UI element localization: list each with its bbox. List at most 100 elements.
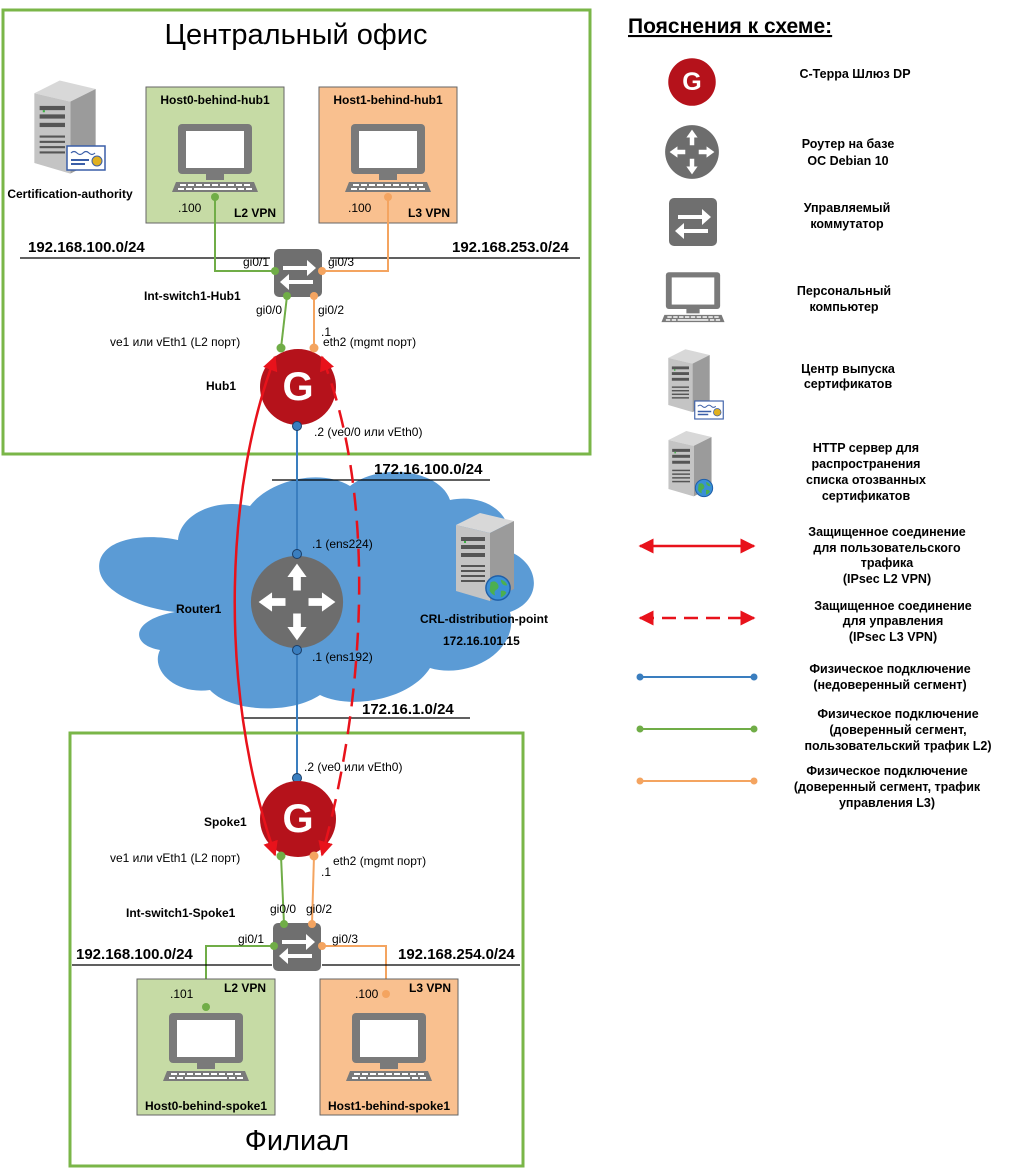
switch-icon xyxy=(669,198,717,246)
host-name: Host1-behind-spoke1 xyxy=(328,1099,450,1113)
pc-icon xyxy=(661,272,725,323)
port-dot xyxy=(270,942,278,950)
l2-vpn-tunnel xyxy=(233,355,278,857)
hub1-name: Hub1 xyxy=(206,379,236,393)
green-link-host0-switch xyxy=(214,197,275,272)
net-label-spoke-right: 192.168.254.0/24 xyxy=(398,946,515,963)
net-label-wan-bottom: 172.16.1.0/24 xyxy=(362,701,454,718)
eth2-label: eth2 (mgmt порт) xyxy=(323,335,416,349)
legend-item-blue: Физическое подключение(недоверенный сегм… xyxy=(809,662,970,692)
net-label-hub-right: 192.168.253.0/24 xyxy=(452,239,569,256)
globe-icon xyxy=(485,575,511,601)
ve0-label: .2 (ve0/0 или vEth0) xyxy=(314,425,422,439)
orange-link-switch-host1 xyxy=(322,945,387,994)
port-dot xyxy=(318,267,326,275)
ca-label: Certification-authority xyxy=(7,187,133,201)
crl-ip: 172.16.101.15 xyxy=(443,634,520,648)
spoke-eth2-ip: .1 xyxy=(321,865,331,879)
crl-name: CRL-distribution-point xyxy=(420,612,548,626)
legend: Пояснения к схеме: С-Терра Шлюз DP Роуте… xyxy=(628,15,992,810)
legend-item-green: Физическое подключение(доверенный сегмен… xyxy=(804,707,991,753)
host-tag: L2 VPN xyxy=(224,981,266,995)
port-dot xyxy=(309,343,319,353)
port-dot xyxy=(292,645,302,655)
port-dot xyxy=(271,267,279,275)
certificate-icon xyxy=(694,400,724,420)
switch-name: Int-switch1-Hub1 xyxy=(144,289,241,303)
legend-dot xyxy=(750,673,758,681)
port-gi03: gi0/3 xyxy=(328,255,354,269)
legend-dot xyxy=(636,673,644,681)
spoke-port-gi03: gi0/3 xyxy=(332,932,358,946)
host-name: Host0-behind-hub1 xyxy=(160,93,270,107)
host-tag: L2 VPN xyxy=(234,206,276,220)
ca-server[interactable] xyxy=(34,80,106,174)
legend-dot xyxy=(750,777,758,785)
port-dot xyxy=(211,193,219,201)
router-icon xyxy=(665,125,719,179)
legend-dot xyxy=(636,777,644,785)
host0-spoke1[interactable]: .101 L2 VPN Host0-behind-spoke1 xyxy=(136,978,276,1116)
spoke-switch-name: Int-switch1-Spoke1 xyxy=(126,906,236,920)
spoke-port-gi00: gi0/0 xyxy=(270,902,296,916)
net-label-wan-top: 172.16.100.0/24 xyxy=(374,461,483,478)
spoke-ve1-label: ve1 или vEth1 (L2 порт) xyxy=(110,851,240,865)
net-label-spoke-left: 192.168.100.0/24 xyxy=(76,946,193,963)
host-ip: .100 xyxy=(178,201,202,215)
port-dot xyxy=(382,990,390,998)
router-icon xyxy=(250,555,344,649)
branch-boundary xyxy=(68,731,525,1168)
spoke1-name: Spoke1 xyxy=(204,815,247,829)
gateway-icon xyxy=(668,58,716,106)
port-dot xyxy=(318,942,326,950)
switch-hub1[interactable] xyxy=(274,249,322,297)
port-dot xyxy=(384,193,392,201)
host-tag: L3 VPN xyxy=(409,981,451,995)
globe-icon xyxy=(694,478,714,498)
spoke-ve0-label: .2 (ve0 или vEth0) xyxy=(304,760,402,774)
legend-item-orange: Физическое подключение(доверенный сегмен… xyxy=(794,764,981,810)
switch-spoke1[interactable] xyxy=(273,923,321,971)
port-gi00: gi0/0 xyxy=(256,303,282,317)
branch-title: Филиал xyxy=(245,1125,349,1157)
net-label-hub-left: 192.168.100.0/24 xyxy=(28,239,145,256)
legend-item-gateway: С-Терра Шлюз DP xyxy=(799,67,910,81)
certificate-icon xyxy=(66,145,106,171)
port-dot xyxy=(310,292,318,300)
host1-spoke1[interactable]: .100 L3 VPN Host1-behind-spoke1 xyxy=(319,978,459,1116)
router1[interactable] xyxy=(250,555,344,649)
host-name: Host1-behind-hub1 xyxy=(333,93,443,107)
orange-link-spoke1-switch xyxy=(311,855,315,925)
central-office-title: Центральный офис xyxy=(165,19,428,51)
green-link-spoke1-switch xyxy=(280,855,285,925)
host-ip: .101 xyxy=(170,987,194,1001)
ens224-label: .1 (ens224) xyxy=(312,537,373,551)
spoke-eth2-label: eth2 (mgmt порт) xyxy=(333,854,426,868)
host-tag: L3 VPN xyxy=(408,206,450,220)
host-ip: .100 xyxy=(348,201,372,215)
ens192-label: .1 (ens192) xyxy=(312,650,373,664)
port-dot xyxy=(276,851,286,861)
green-link-switch-hub1 xyxy=(280,295,288,349)
crl-server[interactable] xyxy=(456,513,514,601)
router-name: Router1 xyxy=(176,602,222,616)
host-ip: .100 xyxy=(355,987,379,1001)
host-name: Host0-behind-spoke1 xyxy=(145,1099,267,1113)
port-dot xyxy=(202,1003,210,1011)
port-gi01: gi0/1 xyxy=(243,255,269,269)
port-dot xyxy=(309,851,319,861)
orange-link-host1-switch xyxy=(322,197,389,272)
eth2-ip: .1 xyxy=(321,325,331,339)
spoke-port-gi02: gi0/2 xyxy=(306,902,332,916)
legend-dot xyxy=(636,725,644,733)
ve1-label: ve1 или vEth1 (L2 порт) xyxy=(110,335,240,349)
legend-title: Пояснения к схеме: xyxy=(628,15,832,38)
